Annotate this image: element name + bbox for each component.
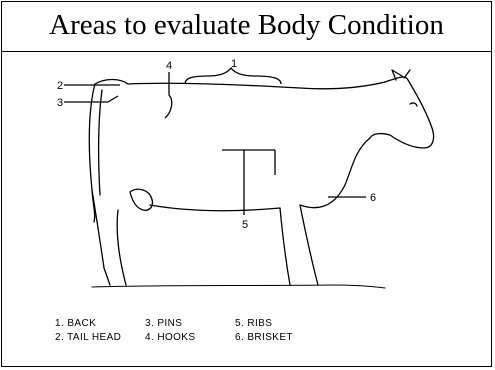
callout-4: 4 [166,60,172,72]
legend-item-brisket: 6. BRISKET [235,332,335,343]
legend-item-hooks: 4. HOOKS [145,332,235,343]
legend-item-pins: 3. PINS [145,318,235,329]
leader-lines [64,68,366,215]
legend: 1. BACK 3. PINS 5. RIBS 2. TAIL HEAD 4. … [55,318,395,343]
legend-item-ribs: 5. RIBS [235,318,335,329]
legend-item-back: 1. BACK [55,318,145,329]
callout-5: 5 [242,219,248,231]
callout-2: 2 [57,80,63,92]
legend-item-tail-head: 2. TAIL HEAD [55,332,145,343]
callout-3: 3 [57,97,63,109]
cow-outline [89,70,433,288]
callout-6: 6 [370,192,376,204]
callout-1: 1 [231,58,237,70]
